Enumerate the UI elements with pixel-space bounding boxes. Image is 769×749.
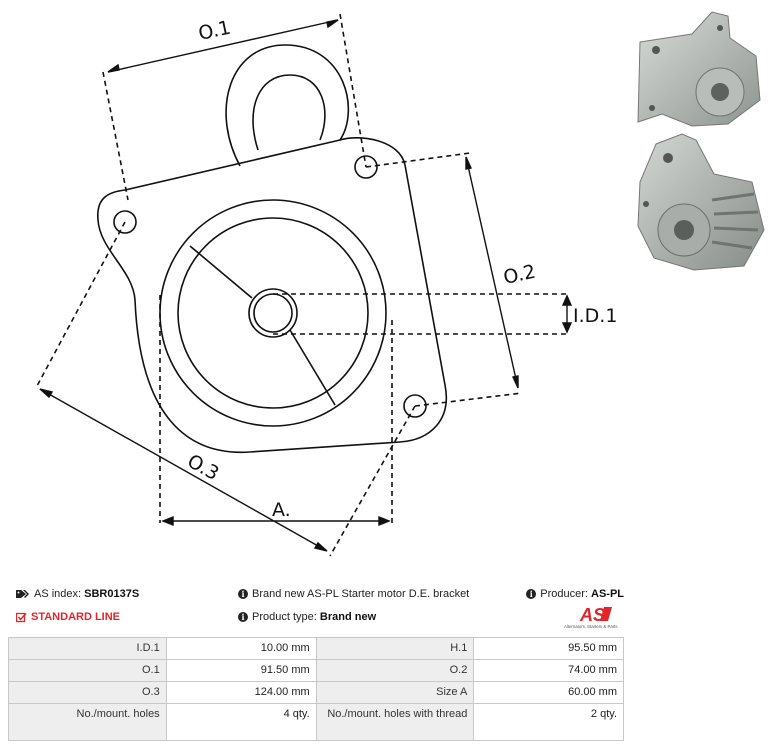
spec-key: O.1 [8,659,167,682]
mount-hole-bottom-right [403,394,427,418]
tags-icon [16,590,29,599]
producer-label: Producer: [540,588,588,600]
bracket-top-loop [225,44,350,167]
spec-value: 124.00 mm [165,681,317,704]
dim-label-o2: O.2 [501,261,537,289]
product-type-label: Product type: [252,611,317,623]
spec-key: O.3 [8,681,167,704]
spec-key: No./mount. holes with thread [315,703,475,741]
spec-value: 91.50 mm [165,659,317,682]
svg-text:Alternators, Starters & Parts: Alternators, Starters & Parts [564,624,618,629]
spec-key: I.D.1 [8,637,167,660]
product-description: i Brand new AS-PL Starter motor D.E. brac… [238,588,469,600]
inner-circle [177,217,369,409]
info-icon: i [238,612,248,623]
standard-line-text: STANDARD LINE [31,611,121,623]
checkbox-icon [16,612,27,622]
dim-label-o1: O.1 [196,17,232,45]
info-icon: i [526,589,537,600]
bracket-top-loop-inner [252,74,326,151]
outer-circle [159,199,387,427]
spec-key: No./mount. holes [8,703,167,741]
spec-value: 10.00 mm [165,637,317,660]
as-index-value: SBR0137S [84,588,140,600]
as-pl-logo: AS Alternators, Starters & Parts [564,605,618,629]
product-type-value: Brand new [319,611,377,623]
mount-hole-left [113,210,137,234]
dim-label-o3: O.3 [184,450,223,485]
as-index-label: AS index: [34,588,82,600]
mount-hole-top-right [354,155,378,179]
standard-line-badge: STANDARD LINE [16,611,120,623]
spec-value: 95.50 mm [473,637,624,660]
bore-inner [253,293,293,333]
description-text: Brand new AS-PL Starter motor D.E. brack… [252,588,470,600]
bracket-outline [97,137,448,454]
spec-value: 4 qty. [165,703,317,741]
as-index: AS index: SBR0137S [16,588,139,600]
svg-text:AS: AS [579,605,605,625]
bracket-back-photo [637,133,765,271]
spec-value: 60.00 mm [473,681,624,704]
producer-value: AS-PL [591,588,624,600]
bore-outer [248,288,298,338]
spec-key: Size A [315,681,475,704]
info-icon: i [238,589,248,600]
spec-key: H.1 [315,637,475,660]
product-type: i Product type: Brand new [238,611,376,623]
spec-value: 74.00 mm [473,659,624,682]
dim-label-a: A. [272,499,291,521]
dim-label-id1: I.D.1 [573,305,617,327]
bracket-front-photo [637,11,761,127]
spec-key: O.2 [315,659,475,682]
technical-drawing: O.1 O.2 O.3 I.D.1 A. [36,13,617,557]
spec-value: 2 qty. [473,703,624,741]
